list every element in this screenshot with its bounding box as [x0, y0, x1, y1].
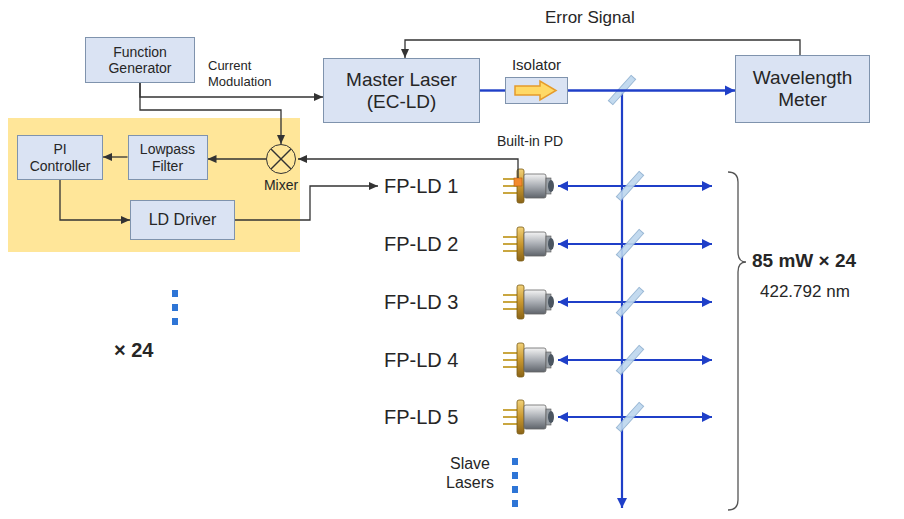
laser-box: Master Laser (EC-LD) [323, 58, 480, 123]
laser-label: FP-LD 2 [378, 230, 490, 258]
node-text: Master Laser (EC-LD) [332, 69, 472, 113]
signal-line [60, 180, 130, 220]
wavelength-note: 422.792 nm [760, 282, 850, 302]
isolator-arrow [515, 81, 556, 100]
mixer-cross [271, 149, 291, 169]
node-text: PI Controller [24, 141, 96, 173]
node-text: FP-LD 2 [384, 233, 458, 256]
node-text: Mixer [264, 177, 298, 193]
bracket [728, 172, 746, 510]
mixer-symbol: Mixer [266, 144, 296, 174]
multiplier-note: × 24 [114, 338, 153, 362]
node-text: FP-LD 5 [384, 406, 458, 429]
isolator-fill [505, 77, 568, 104]
node-text: FP-LD 1 [384, 175, 458, 198]
power-note: 85 mW × 24 [752, 250, 856, 273]
beam [621, 90, 623, 508]
node-text: LD Driver [149, 211, 217, 229]
process-box: LD Driver [130, 200, 235, 240]
laser-label: FP-LD 5 [378, 403, 490, 431]
node-text: Lowpass Filter [135, 141, 201, 173]
signal-line [103, 156, 128, 157]
beam-path [568, 89, 735, 91]
photodiode [514, 178, 522, 186]
laser-beams [558, 186, 712, 417]
process-box: PI Controller [17, 135, 103, 180]
beam-splitter [608, 75, 643, 431]
controller-band [8, 118, 300, 252]
laser-label: FP-LD 1 [378, 172, 490, 200]
signal-name: Built-in PD [497, 133, 563, 150]
node-text: FP-LD 3 [384, 291, 458, 314]
node-text: Wavelength Meter [743, 67, 863, 111]
signal-line [208, 158, 267, 159]
laser-label: FP-LD 3 [378, 288, 490, 316]
signal-line [235, 186, 378, 220]
isolator-box: Isolator [505, 77, 568, 104]
node-text: Isolator [512, 56, 561, 73]
edge-label: Error Signal [545, 8, 635, 28]
beam-path [480, 89, 505, 91]
laser-label: FP-LD 4 [378, 346, 490, 374]
instrument-box: Wavelength Meter [735, 55, 870, 123]
group-label: Slave Lasers [434, 454, 506, 492]
edge-label: Current Modulation [208, 58, 308, 89]
laser-diode [503, 169, 554, 434]
instrument-box: Function Generator [85, 37, 195, 83]
node-text: FP-LD 4 [384, 349, 458, 372]
continuation-dots [172, 290, 518, 507]
process-box: Lowpass Filter [128, 135, 208, 180]
node-text: Function Generator [95, 44, 185, 76]
